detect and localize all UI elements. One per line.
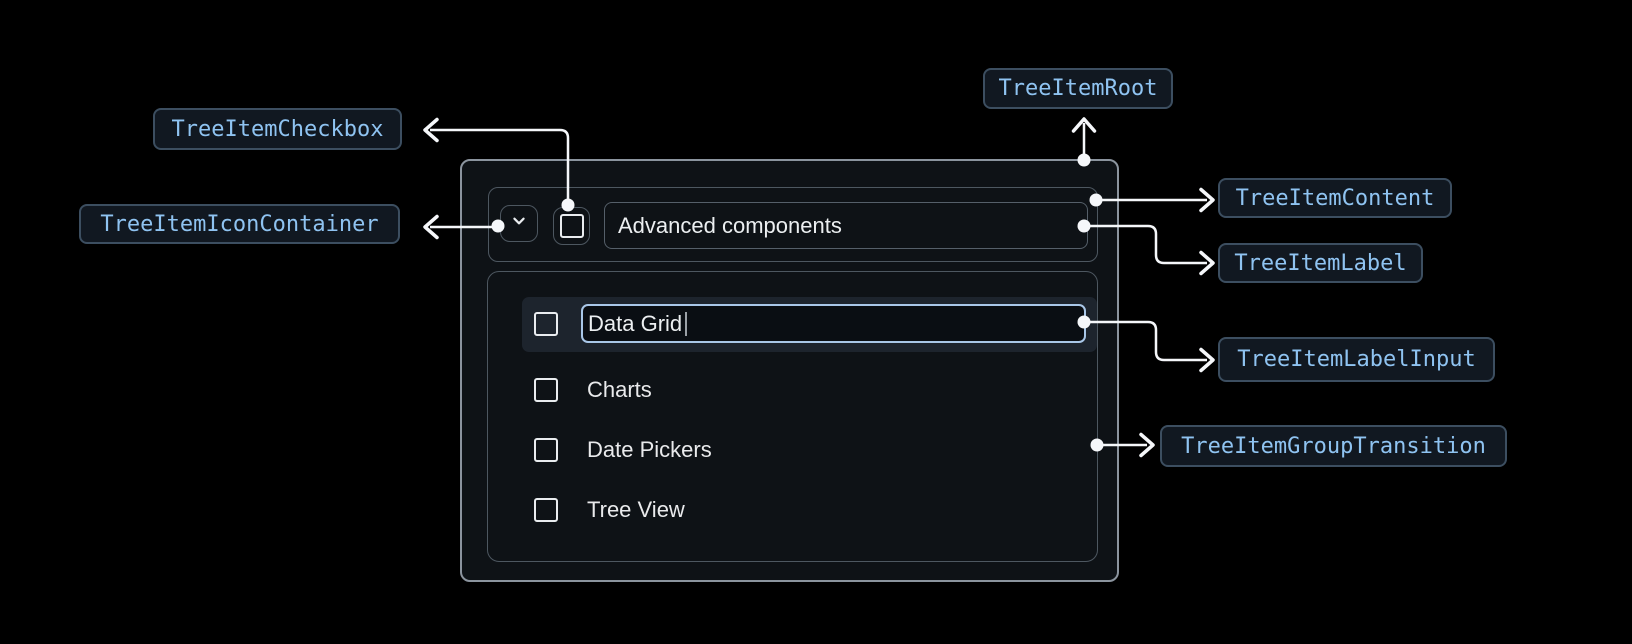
tree-item-row-label: Tree View — [587, 496, 685, 522]
tree-item-label-text: Advanced components — [618, 212, 842, 238]
annotation-chip-tree-item-checkbox: TreeItemCheckbox — [153, 108, 402, 150]
tree-item-label: Advanced components — [604, 202, 1088, 249]
checkbox-unchecked-icon[interactable] — [534, 377, 558, 402]
checkbox-unchecked-icon — [559, 214, 584, 238]
tree-item-row-label: Date Pickers — [587, 436, 712, 462]
tree-item-row[interactable]: Date Pickers — [534, 437, 712, 462]
checkbox-unchecked-icon[interactable] — [534, 497, 558, 522]
tree-item-root: Advanced components Data Grid Charts Dat… — [460, 159, 1119, 582]
annotation-chip-tree-item-label-input: TreeItemLabelInput — [1218, 337, 1495, 382]
annotation-text: TreeItemLabelInput — [1237, 347, 1476, 372]
annotation-chip-tree-item-root: TreeItemRoot — [983, 68, 1173, 109]
arrow-right-icon — [1199, 187, 1215, 213]
chevron-down-icon — [508, 210, 530, 237]
annotation-chip-tree-item-label: TreeItemLabel — [1218, 243, 1423, 283]
annotation-text: TreeItemIconContainer — [100, 211, 379, 237]
checkbox-unchecked-icon[interactable] — [534, 437, 558, 462]
arrow-right-icon — [1199, 347, 1215, 373]
tree-item-row-editing[interactable]: Data Grid — [522, 297, 1097, 352]
annotation-text: TreeItemCheckbox — [171, 116, 384, 142]
tree-item-row[interactable]: Tree View — [534, 497, 685, 522]
annotation-chip-tree-item-icon-container: TreeItemIconContainer — [79, 204, 400, 244]
arrow-up-icon — [1071, 117, 1097, 133]
arrow-left-icon — [423, 117, 439, 143]
tree-item-content[interactable]: Advanced components — [488, 187, 1098, 262]
tree-item-row-label: Charts — [587, 376, 652, 402]
arrow-right-icon — [1199, 250, 1215, 276]
annotation-chip-tree-item-content: TreeItemContent — [1218, 178, 1452, 218]
arrow-right-icon — [1139, 432, 1155, 458]
annotation-text: TreeItemContent — [1235, 185, 1435, 211]
annotation-text: TreeItemLabel — [1234, 250, 1407, 276]
tree-item-icon-container[interactable] — [500, 205, 538, 242]
annotation-text: TreeItemRoot — [998, 76, 1158, 101]
tree-item-group-transition: Data Grid Charts Date Pickers Tree View — [487, 271, 1098, 562]
arrow-left-icon — [423, 214, 439, 240]
checkbox-unchecked-icon[interactable] — [534, 312, 558, 336]
annotation-text: TreeItemGroupTransition — [1181, 433, 1486, 459]
annotation-chip-tree-item-group-transition: TreeItemGroupTransition — [1160, 425, 1507, 467]
tree-item-row[interactable]: Charts — [534, 377, 652, 402]
text-cursor — [685, 311, 688, 336]
tree-item-label-input[interactable]: Data Grid — [581, 304, 1086, 343]
label-input-value: Data Grid — [588, 310, 683, 336]
tree-item-checkbox[interactable] — [553, 207, 590, 245]
